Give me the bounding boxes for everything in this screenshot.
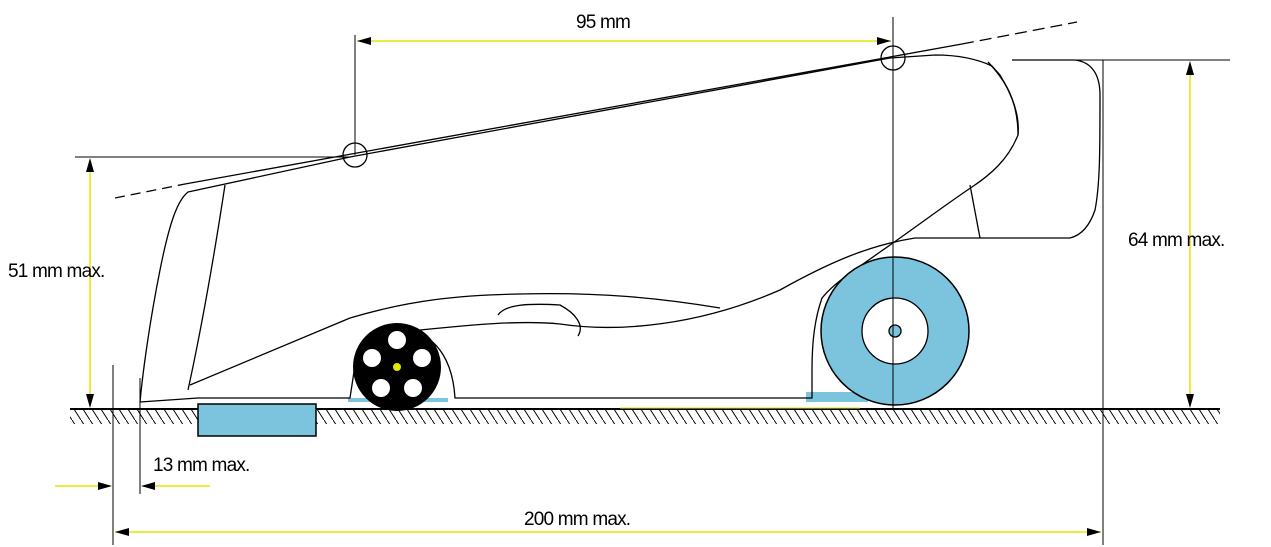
ground-hatching bbox=[70, 410, 1220, 424]
wheelbase-label: 95 mm bbox=[576, 12, 631, 33]
rear-wheel-contact bbox=[806, 392, 868, 402]
rear-wheel-hub bbox=[888, 324, 902, 338]
arrow bbox=[86, 394, 94, 408]
side-pod-line bbox=[349, 292, 721, 319]
front-wheel-hub bbox=[393, 363, 401, 371]
cockpit-line bbox=[419, 289, 781, 331]
dimension-arrows bbox=[86, 37, 1194, 536]
rear-wheel bbox=[820, 256, 970, 406]
front-wheel-hole bbox=[413, 349, 431, 367]
arrow bbox=[1087, 528, 1101, 536]
arrow bbox=[1186, 394, 1194, 408]
arrow bbox=[98, 482, 112, 490]
car-body bbox=[139, 54, 1101, 403]
reference-solid bbox=[184, 43, 963, 185]
arrow bbox=[357, 37, 371, 45]
front-overhang-label: 13 mm max. bbox=[153, 455, 250, 476]
front-wheel-hole bbox=[372, 379, 390, 397]
rear-height-label: 64 mm max. bbox=[1128, 230, 1225, 251]
arrow bbox=[141, 482, 155, 490]
rear-upper-line bbox=[969, 184, 981, 239]
cockpit-bump bbox=[497, 303, 581, 337]
body-outline bbox=[139, 54, 1019, 403]
front-wheel-hole bbox=[388, 331, 406, 349]
front-wheel bbox=[353, 323, 441, 411]
arrow bbox=[1186, 61, 1194, 75]
rear-wing-outline bbox=[1000, 59, 1101, 239]
front-height-label: 51 mm max. bbox=[8, 261, 105, 282]
reference-dash-front bbox=[114, 183, 186, 199]
reference-dash-rear bbox=[961, 21, 1078, 45]
arrow bbox=[86, 158, 94, 172]
front-skid-block bbox=[197, 403, 317, 437]
front-wheel-hole bbox=[363, 349, 381, 367]
overall-length-label: 200 mm max. bbox=[524, 509, 631, 530]
arrow bbox=[877, 37, 891, 45]
engine-cover-line bbox=[779, 237, 1000, 291]
nose-inner-line bbox=[187, 184, 226, 391]
arrow bbox=[115, 528, 129, 536]
rear-wing-inner bbox=[987, 61, 1019, 136]
reference-line bbox=[114, 21, 1078, 199]
dimension-lines bbox=[55, 40, 1191, 533]
vertical-references bbox=[75, 17, 1230, 545]
front-wheel-hole bbox=[404, 379, 422, 397]
nose-lower-line bbox=[189, 317, 351, 386]
